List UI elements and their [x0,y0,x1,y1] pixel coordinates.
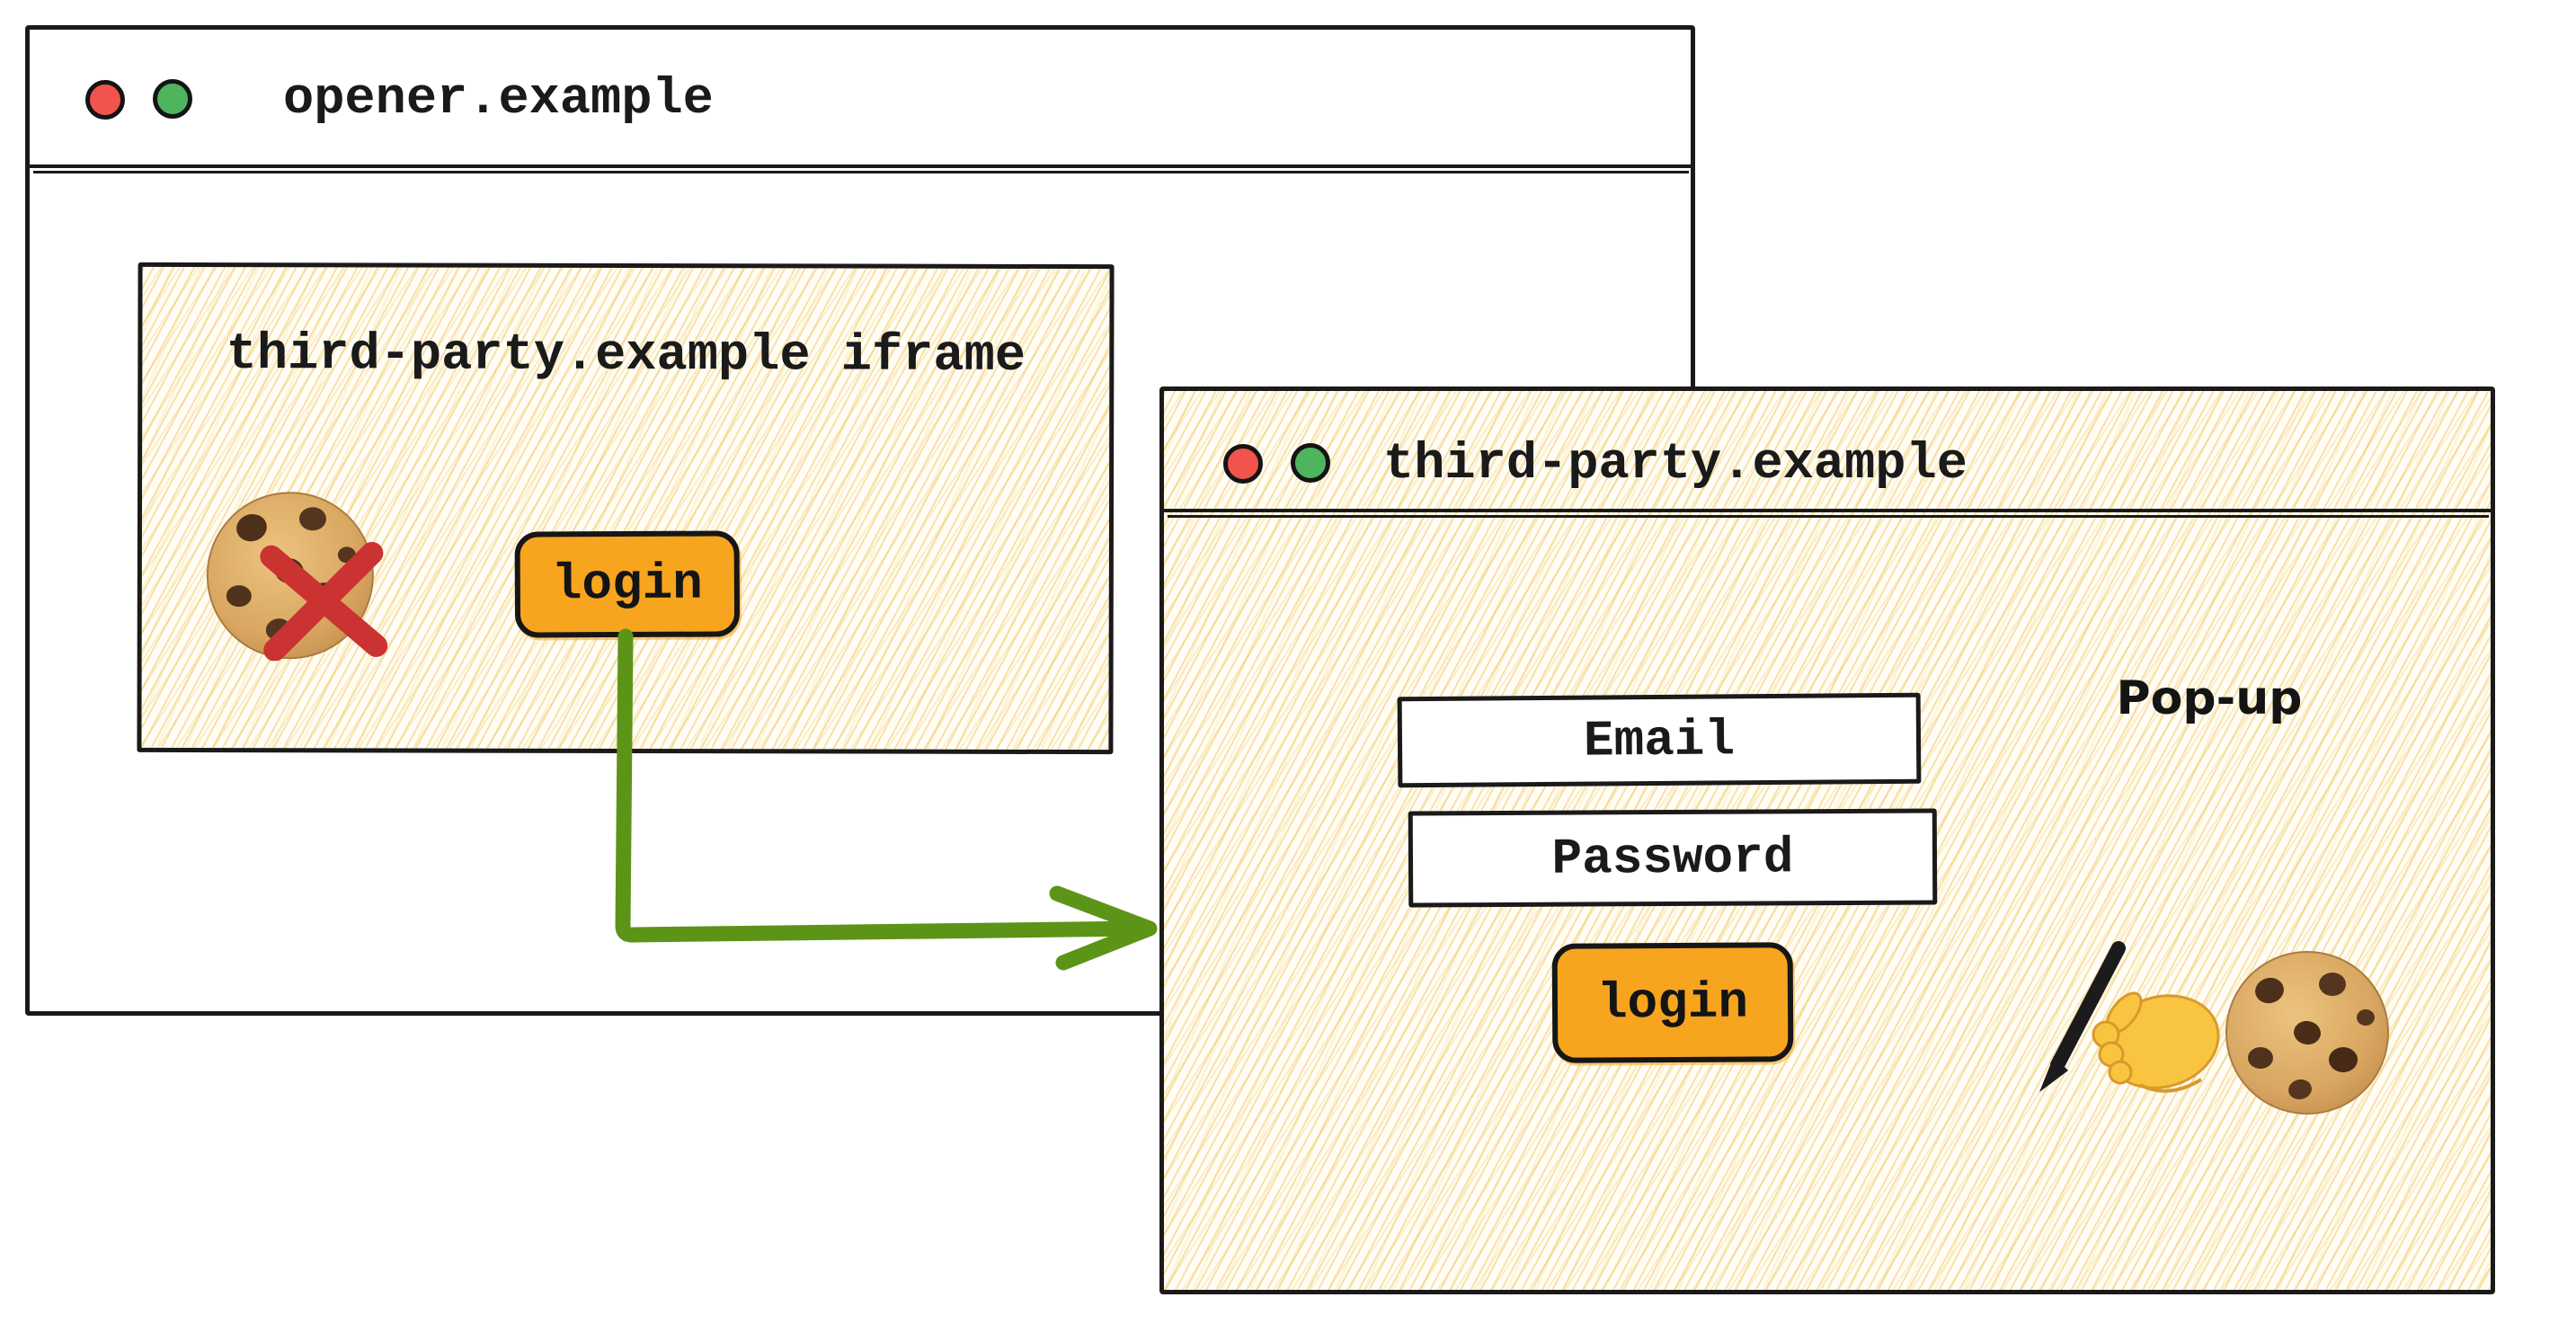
blocked-cross-icon [260,541,388,662]
writing-hand-icon [2034,934,2223,1106]
traffic-light-green-icon[interactable] [153,79,192,119]
password-field[interactable]: Password [1408,808,1938,908]
email-field[interactable]: Email [1397,692,1922,788]
cookie-icon [2217,941,2397,1121]
traffic-light-green-icon[interactable] [1291,443,1330,483]
popup-login-button[interactable]: login [1551,942,1794,1063]
popup-window-title: third-party.example [1383,436,1968,493]
popup-browser-window: third-party.example Email Password login… [1159,387,2495,1294]
traffic-light-red-icon[interactable] [1223,444,1263,484]
iframe-login-button[interactable]: login [514,530,741,638]
traffic-light-red-icon[interactable] [85,80,125,120]
iframe-label: third-party.example iframe [226,326,1026,386]
popup-titlebar: third-party.example [1164,391,2491,518]
opener-titlebar: opener.example [30,30,1691,173]
popup-label: Pop-up [2116,671,2303,725]
third-party-iframe: third-party.example iframe [137,262,1115,755]
opener-window-title: opener.example [283,71,714,129]
blocked-cookie-icon [196,481,403,662]
